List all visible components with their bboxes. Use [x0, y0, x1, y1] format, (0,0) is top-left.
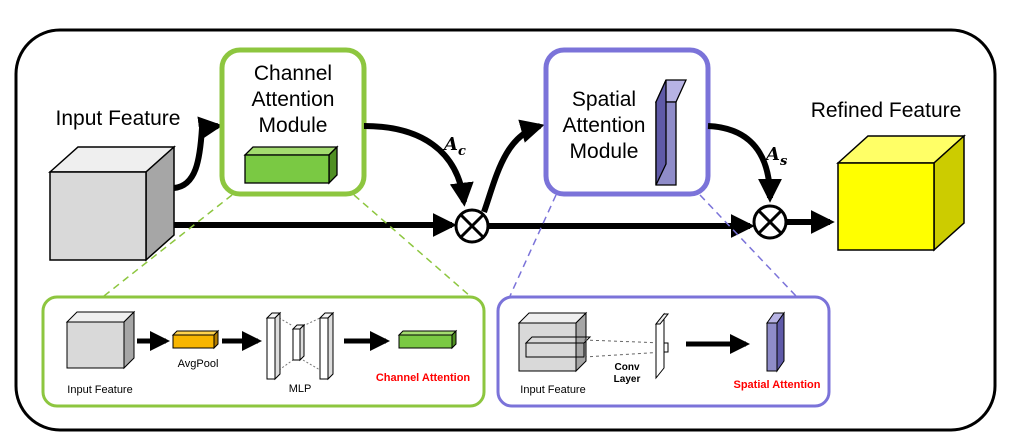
channel-module-line3: Module [259, 114, 328, 137]
conv-dash-1 [583, 339, 665, 344]
channel-attention-detail [41, 295, 486, 408]
channel-attention-map-large [243, 145, 339, 185]
arrow-spatial-to-multiply2 [707, 123, 782, 203]
arrow-multiply1-to-spatial [481, 119, 545, 213]
multiply-node-1 [454, 208, 490, 244]
multiply-node-2 [752, 204, 788, 240]
spatial-attention-map-small [766, 311, 785, 373]
ac-label: Ac [442, 134, 466, 159]
conv-layer-line1: Conv [615, 362, 640, 373]
spatial-module-line2: Attention [563, 114, 646, 137]
conv-dash-2 [583, 351, 665, 358]
spatial-detail-input-cube [517, 311, 592, 373]
arrow-input-to-channel [173, 116, 223, 191]
spatial-attention-output-label: Spatial Attention [734, 379, 821, 391]
spatial-attention-map-large [654, 79, 688, 186]
channel-module-line2: Attention [252, 88, 335, 111]
arrow-channel-to-multiply1 [363, 123, 474, 207]
zoom-line-channel-right [353, 194, 471, 297]
input-feature-label: Input Feature [56, 107, 181, 130]
avgpool-label: AvgPool [178, 358, 219, 370]
spatial-module-line1: Spatial [572, 88, 636, 111]
refined-feature-label: Refined Feature [811, 99, 962, 122]
channel-detail-input-cube [65, 310, 136, 370]
zoom-line-spatial-left [509, 194, 557, 297]
mlp-layers [265, 311, 335, 381]
zoom-line-channel-left [103, 194, 233, 297]
conv-layer-map [654, 312, 670, 380]
channel-detail-input-label: Input Feature [67, 384, 132, 396]
avgpool-vector [171, 329, 220, 350]
as-label: As [764, 144, 788, 169]
spatial-detail-input-label: Input Feature [520, 384, 585, 396]
channel-attention-output-label: Channel Attention [376, 372, 471, 384]
refined-feature-cube [836, 134, 966, 252]
channel-attention-map-small [397, 329, 458, 350]
outer-frame [14, 28, 997, 432]
spatial-module-line3: Module [570, 140, 639, 163]
mlp-label: MLP [289, 383, 312, 395]
conv-layer-line2: Layer [614, 374, 641, 385]
input-feature-cube [48, 145, 176, 262]
channel-module-line1: Channel [254, 62, 332, 85]
